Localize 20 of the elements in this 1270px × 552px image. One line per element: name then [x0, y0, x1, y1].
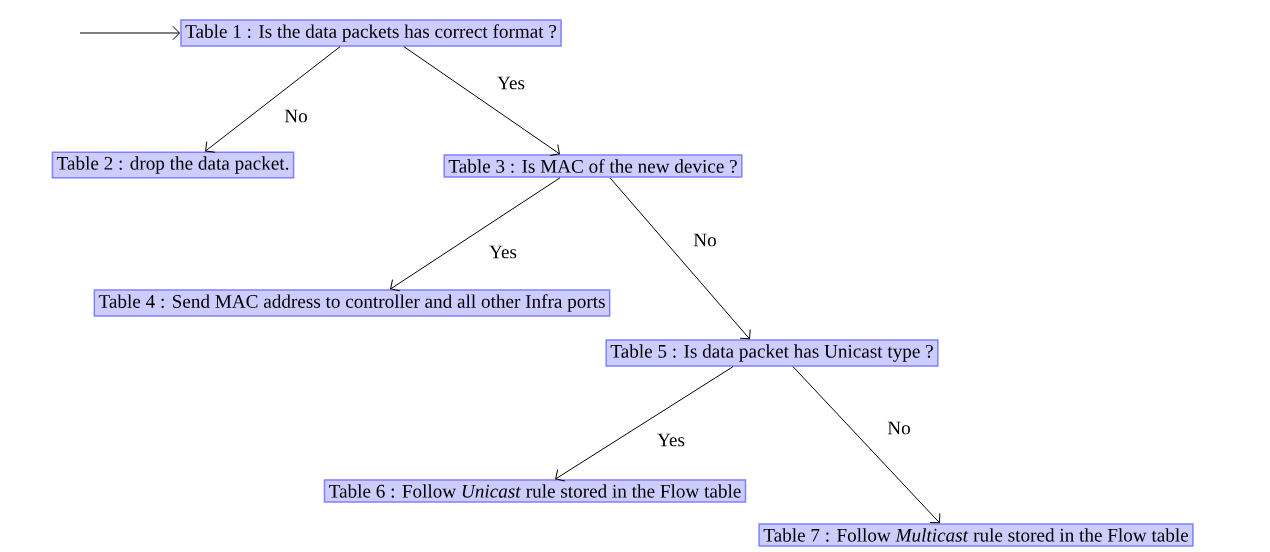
edge-label: Yes — [655, 431, 687, 449]
process-box: Table 6 : Follow Unicast rule stored in the Flow table — [323, 479, 747, 503]
edge-label: Yes — [495, 74, 527, 92]
arrow — [792, 366, 941, 524]
process-box: Table 1 : Is the data packets has correct format ? — [180, 19, 562, 47]
process-box: Table 4 : Send MAC address to controller and all other Infra ports — [93, 289, 611, 317]
arrow — [609, 177, 751, 340]
process-box: Table 2 : drop the data packet. — [51, 151, 295, 179]
arrow — [555, 366, 734, 482]
edge-label: No — [691, 231, 719, 249]
edge-label: No — [282, 107, 310, 125]
process-box: Table 5 : Is data packet has Unicast type ? — [605, 339, 939, 367]
arrow — [205, 46, 341, 153]
arrow — [403, 46, 560, 156]
arrow — [79, 25, 181, 41]
process-box: Table 3 : Is MAC of the new device ? — [443, 154, 743, 178]
arrow — [390, 177, 561, 292]
edge-label: No — [885, 419, 913, 437]
edge-label: Yes — [487, 243, 519, 261]
process-box: Table 7 : Follow Multicast rule stored in the Flow table — [758, 523, 1194, 547]
